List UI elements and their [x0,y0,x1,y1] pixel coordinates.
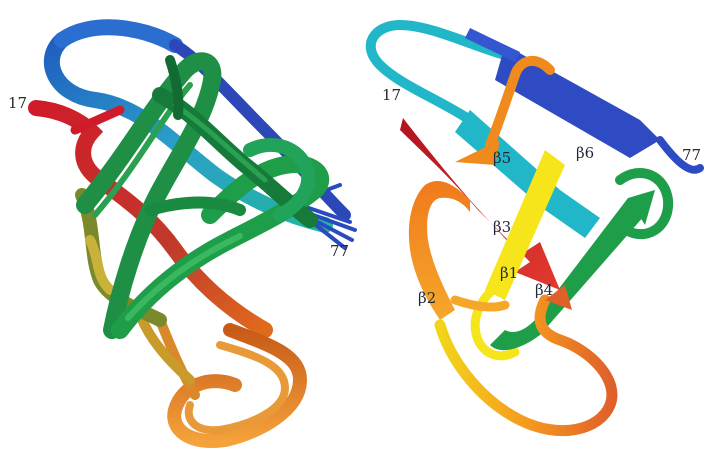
left-n-terminus-label: 17 [8,94,27,112]
strand-label-b2: β2 [418,289,436,307]
left-c-terminus-label: 77 [330,242,349,260]
strand-label-b1: β1 [500,264,518,282]
left-ensemble-panel: 17 77 [8,27,355,441]
right-bottom-loop [440,285,612,431]
right-n-terminus-label: 17 [382,86,401,104]
strand-label-b5: β5 [493,149,511,167]
strand-label-b3: β3 [493,218,511,236]
strand-label-b4: β4 [535,281,553,299]
strand-label-b6: β6 [576,144,594,162]
right-c-terminus-label: 77 [682,146,701,164]
right-ribbon-panel: β5 β6 β3 β1 β4 β2 17 77 [371,25,701,431]
left-orange-loop [140,315,300,441]
